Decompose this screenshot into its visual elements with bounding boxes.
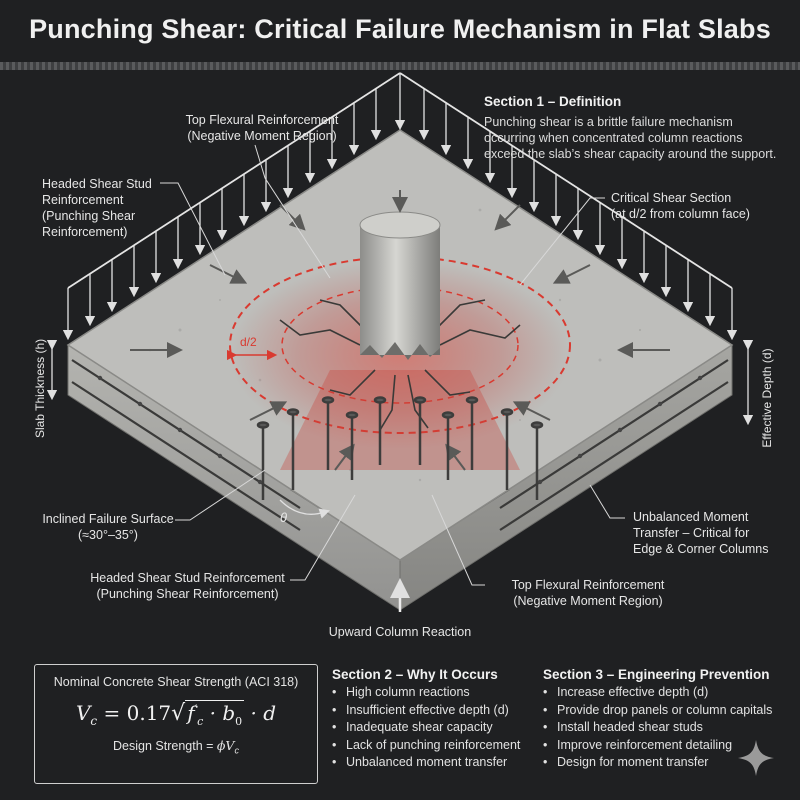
section1-text: Punching shear is a brittle failure mech…: [484, 114, 784, 162]
section2-list: High column reactions Insufficient effec…: [332, 684, 532, 772]
formula-superscript: ′: [194, 702, 198, 716]
callout-line: Inclined Failure Surface: [42, 512, 174, 526]
list-item: Design for moment transfer: [543, 754, 793, 772]
callout-top-flexural-lower: Top Flexural Reinforcement (Negative Mom…: [488, 577, 688, 609]
inward-flow-arrows: [130, 190, 670, 471]
list-item: Insufficient effective depth (d): [332, 702, 532, 720]
formula-symbol: V: [75, 701, 91, 725]
list-item: Unbalanced moment transfer: [332, 754, 532, 772]
section2-heading: Section 2 – Why It Occurs: [332, 667, 498, 682]
callout-line: Reinforcement: [42, 193, 124, 207]
callout-line: (Punching Shear Reinforcement): [96, 587, 279, 601]
section3-heading: Section 3 – Engineering Prevention: [543, 667, 770, 682]
shear-strength-formula: Vc = 0.17√f′c · b0 · d: [35, 700, 317, 728]
design-strength-label: Design Strength =: [113, 739, 217, 753]
formula-box: Nominal Concrete Shear Strength (ACI 318…: [34, 664, 318, 784]
formula-symbol: ϕV: [216, 738, 235, 753]
callout-line: (Negative Moment Region): [187, 129, 337, 143]
list-item: Provide drop panels or column capitals: [543, 702, 793, 720]
callout-shear-stud-upper: Headed Shear Stud Reinforcement (Punchin…: [42, 176, 172, 240]
sqrt-icon: √: [171, 701, 186, 726]
callout-line: (at d/2 from column face): [611, 207, 750, 221]
section-definition: Section 1 – Definition Punching shear is…: [484, 94, 784, 162]
callout-line: Edge & Corner Columns: [633, 542, 769, 556]
callout-line: Top Flexural Reinforcement: [511, 578, 665, 592]
list-item: Increase effective depth (d): [543, 684, 793, 702]
section1-line: exceed the slab’s shear capacity around …: [484, 147, 777, 161]
headed-shear-studs: [256, 396, 544, 500]
theta-label: θ: [280, 510, 288, 525]
list-item: Lack of punching reinforcement: [332, 737, 532, 755]
flexural-reinforcement: [71, 359, 729, 531]
callout-line: Headed Shear Stud: [42, 177, 152, 191]
callout-critical-section: Critical Shear Section (at d/2 from colu…: [611, 190, 791, 222]
callout-line: Top Flexural Reinforcement: [185, 113, 339, 127]
formula-coefficient: = 0.17: [103, 701, 172, 725]
list-item: Inadequate shear capacity: [332, 719, 532, 737]
callout-unbalanced-moment: Unbalanced Moment Transfer – Critical fo…: [633, 509, 793, 557]
formula-heading: Nominal Concrete Shear Strength (ACI 318…: [53, 675, 299, 689]
formula-subscript: c: [197, 715, 204, 728]
section3-list: Increase effective depth (d) Provide dro…: [543, 684, 793, 772]
list-item: Install headed shear studs: [543, 719, 793, 737]
formula-symbol: · d: [250, 701, 277, 725]
leader-lines: [160, 144, 625, 586]
section-engineering-prevention: Section 3 – Engineering Prevention Incre…: [543, 667, 793, 772]
callout-line: (Negative Moment Region): [513, 594, 663, 608]
section1-line: occurring when concentrated column react…: [484, 131, 743, 145]
callout-line: (Punching Shear: [42, 209, 136, 223]
effective-depth-label: Effective Depth (d): [760, 348, 774, 448]
formula-subscript: 0: [235, 715, 243, 728]
callout-line: (≈30°–35°): [78, 528, 138, 542]
callout-top-flexural-upper: Top Flexural Reinforcement (Negative Mom…: [172, 112, 352, 144]
title-divider: [0, 62, 800, 70]
design-strength: Design Strength = ϕVc: [35, 738, 317, 756]
formula-symbol: f: [187, 701, 195, 725]
column-crush-zone: [360, 342, 440, 360]
list-item: Improve reinforcement detailing: [543, 737, 793, 755]
inner-failure-ring: [281, 286, 519, 404]
d-half-label: d/2: [240, 335, 257, 349]
upper-column: [360, 225, 440, 355]
distributed-load: [62, 72, 738, 341]
callout-line: Transfer – Critical for: [633, 526, 750, 540]
section1-heading: Section 1 – Definition: [484, 94, 622, 109]
callout-inclined-failure: Inclined Failure Surface (≈30°–35°): [38, 511, 178, 543]
page-title: Punching Shear: Critical Failure Mechani…: [29, 14, 771, 44]
slab-thickness-label: Slab Thickness (h): [33, 338, 47, 438]
concrete-texture: [148, 208, 642, 482]
sparkle-icon: [738, 740, 774, 776]
formula-symbol: · b: [209, 701, 236, 725]
upper-column-top: [359, 211, 441, 239]
list-item: High column reactions: [332, 684, 532, 702]
section-why-it-occurs: Section 2 – Why It Occurs High column re…: [332, 667, 532, 772]
formula-subscript: c: [90, 714, 98, 728]
column-reaction-label: Upward Column Reaction: [328, 625, 472, 639]
critical-shear-perimeter: [229, 256, 571, 434]
radial-cracks: [279, 299, 521, 431]
callout-line: Headed Shear Stud Reinforcement: [90, 571, 285, 585]
callout-line: Reinforcement): [42, 225, 128, 239]
rebar-ends: [97, 375, 703, 485]
theta-arc: [279, 499, 330, 519]
formula-subscript: c: [234, 745, 239, 756]
callout-shear-stud-lower: Headed Shear Stud Reinforcement (Punchin…: [85, 570, 290, 602]
callout-line: Critical Shear Section: [611, 191, 732, 205]
section1-line: Punching shear is a brittle failure mech…: [484, 115, 733, 129]
callout-line: Unbalanced Moment: [633, 510, 749, 524]
